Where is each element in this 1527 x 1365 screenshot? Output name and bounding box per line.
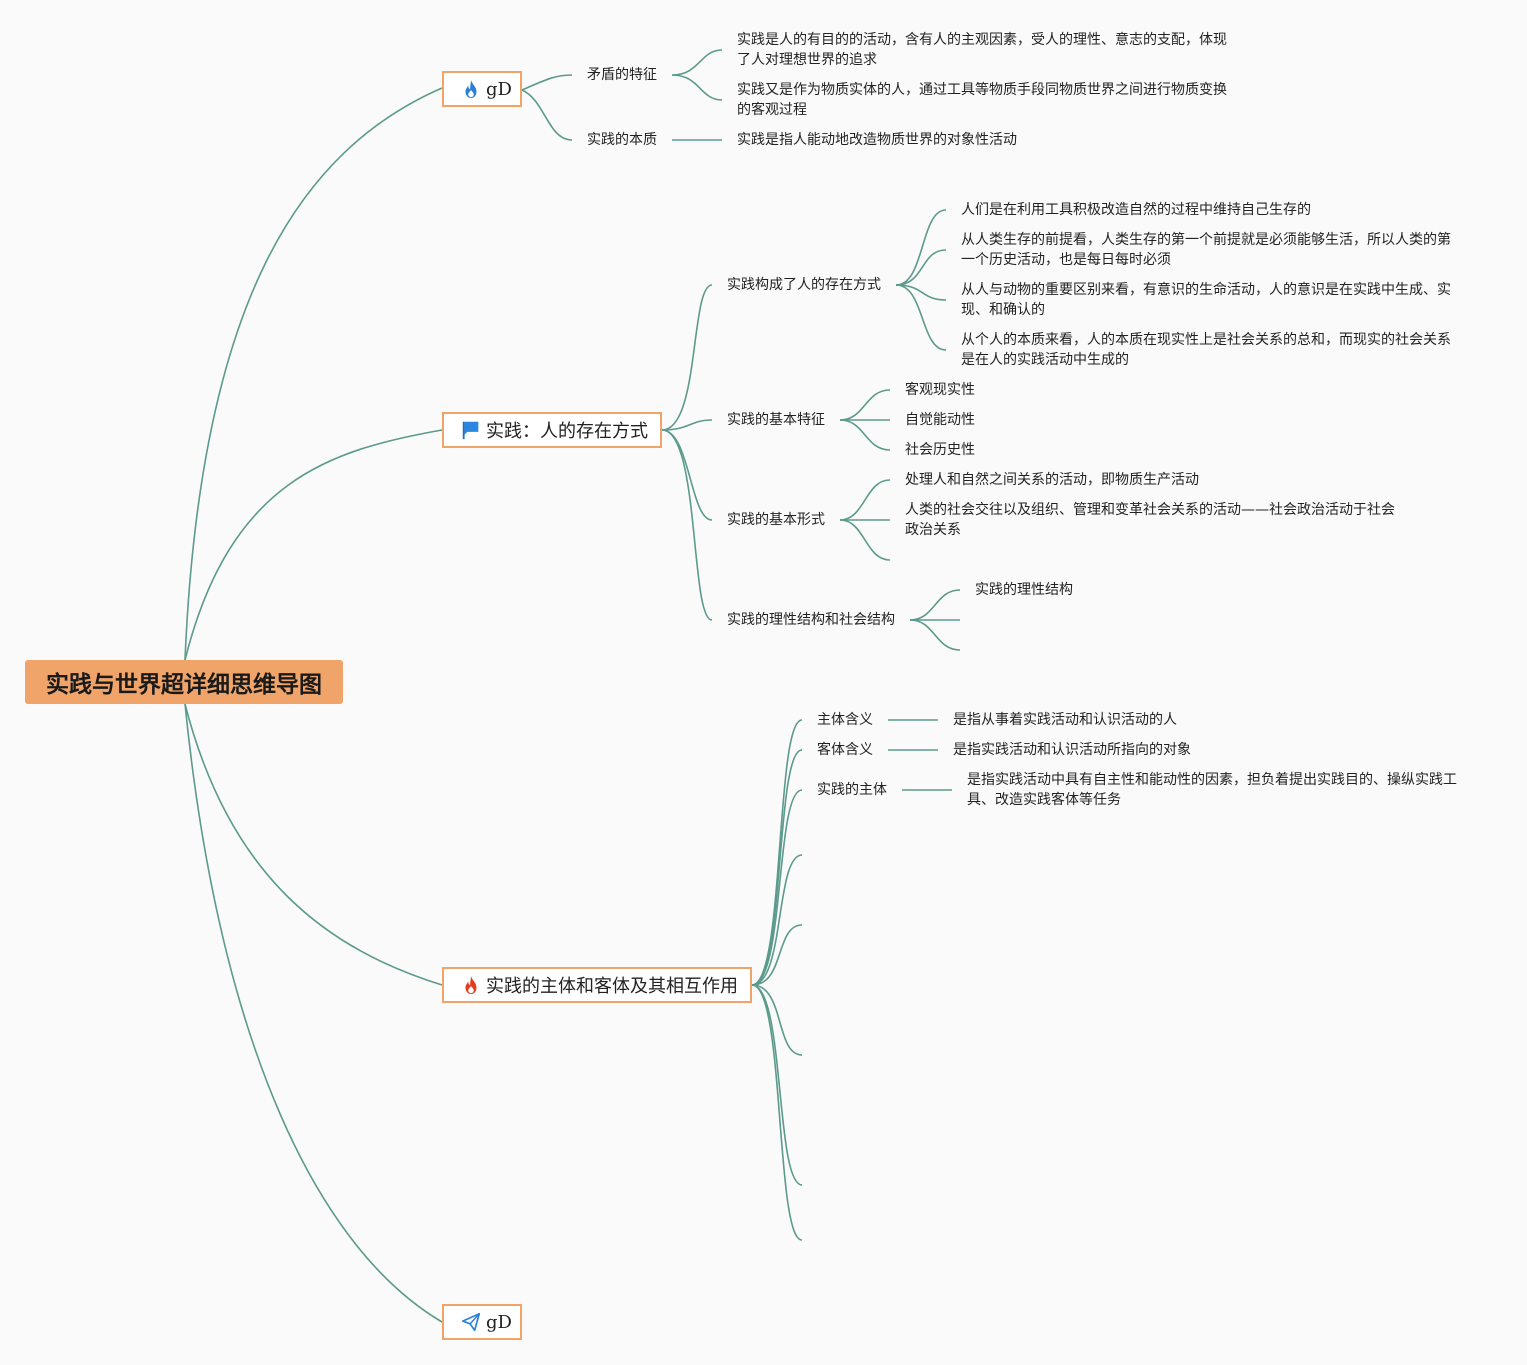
leaf-rational-structure[interactable]: 实践的理性结构 [975,582,1073,598]
branch-2[interactable]: 实践：人的存在方式 [442,412,662,448]
branch-4[interactable]: gD [442,1304,522,1340]
leaf-subject-meaning[interactable]: 是指从事着实践活动和认识活动的人 [953,712,1177,728]
root-topic[interactable]: 实践与世界超详细思维导图 [25,660,343,704]
leaf-b2-4[interactable]: 从个人的本质来看，人的本质在现实性上是社会关系的总和，而现实的社会关系是在人的实… [961,332,1451,368]
topic-object-meaning[interactable]: 客体含义 [817,742,873,758]
flag-icon [460,419,482,441]
branch-3[interactable]: 实践的主体和客体及其相互作用 [442,967,752,1003]
topic-basic-forms[interactable]: 实践的基本形式 [727,512,825,528]
topic-basic-features[interactable]: 实践的基本特征 [727,412,825,428]
connector-root-branch-2 [184,429,443,661]
leaf-b2-2[interactable]: 从人类生存的前提看，人类生存的第一个前提就是必须能够生活，所以人类的第一个历史活… [961,232,1451,268]
branch-2-label: 实践：人的存在方式 [486,421,648,442]
branch-3-label: 实践的主体和客体及其相互作用 [486,976,738,997]
branch-4-label: gD [486,1311,512,1333]
leaf-b2-3[interactable]: 从人与动物的重要区别来看，有意识的生命活动，人的意识是在实践中生成、实现、和确认… [961,282,1451,318]
leaf-objective-reality[interactable]: 客观现实性 [905,382,975,398]
leaf-material-production[interactable]: 处理人和自然之间关系的活动，即物质生产活动 [905,472,1199,488]
connector-root-branch-1 [184,87,443,661]
connector-root-branch-3 [184,703,443,986]
topic-practice-essence[interactable]: 实践的本质 [587,132,657,148]
topic-existence-mode[interactable]: 实践构成了人的存在方式 [727,277,881,293]
leaf-social-political[interactable]: 人类的社会交往以及组织、管理和变革社会关系的活动——社会政治活动于社会政治关系 [905,502,1395,538]
paper-plane-icon [460,1311,482,1333]
topic-rational-social-structure[interactable]: 实践的理性结构和社会结构 [727,612,895,628]
leaf-practice-subject[interactable]: 是指实践活动中具有自主性和能动性的因素，担负着提出实践目的、操纵实践工具、改造实… [967,772,1457,808]
leaf-b1-3[interactable]: 实践是指人能动地改造物质世界的对象性活动 [737,132,1017,148]
branch-1[interactable]: gD [442,71,522,107]
leaf-b1-1[interactable]: 实践是人的有目的的活动，含有人的主观因素，受人的理性、意志的支配，体现了人对理想… [737,32,1227,68]
branch-1-label: gD [486,78,512,100]
fire-icon [460,974,482,996]
topic-practice-subject[interactable]: 实践的主体 [817,782,887,798]
leaf-object-meaning[interactable]: 是指实践活动和认识活动所指向的对象 [953,742,1191,758]
topic-subject-meaning[interactable]: 主体含义 [817,712,873,728]
fire-icon [460,78,482,100]
topic-contradiction-features[interactable]: 矛盾的特征 [587,67,657,83]
leaf-social-history[interactable]: 社会历史性 [905,442,975,458]
leaf-conscious-initiative[interactable]: 自觉能动性 [905,412,975,428]
leaf-b1-2[interactable]: 实践又是作为物质实体的人，通过工具等物质手段同物质世界之间进行物质变换的客观过程 [737,82,1227,118]
leaf-b2-1[interactable]: 人们是在利用工具积极改造自然的过程中维持自己生存的 [961,202,1311,218]
connector-root-branch-4 [184,703,443,1323]
